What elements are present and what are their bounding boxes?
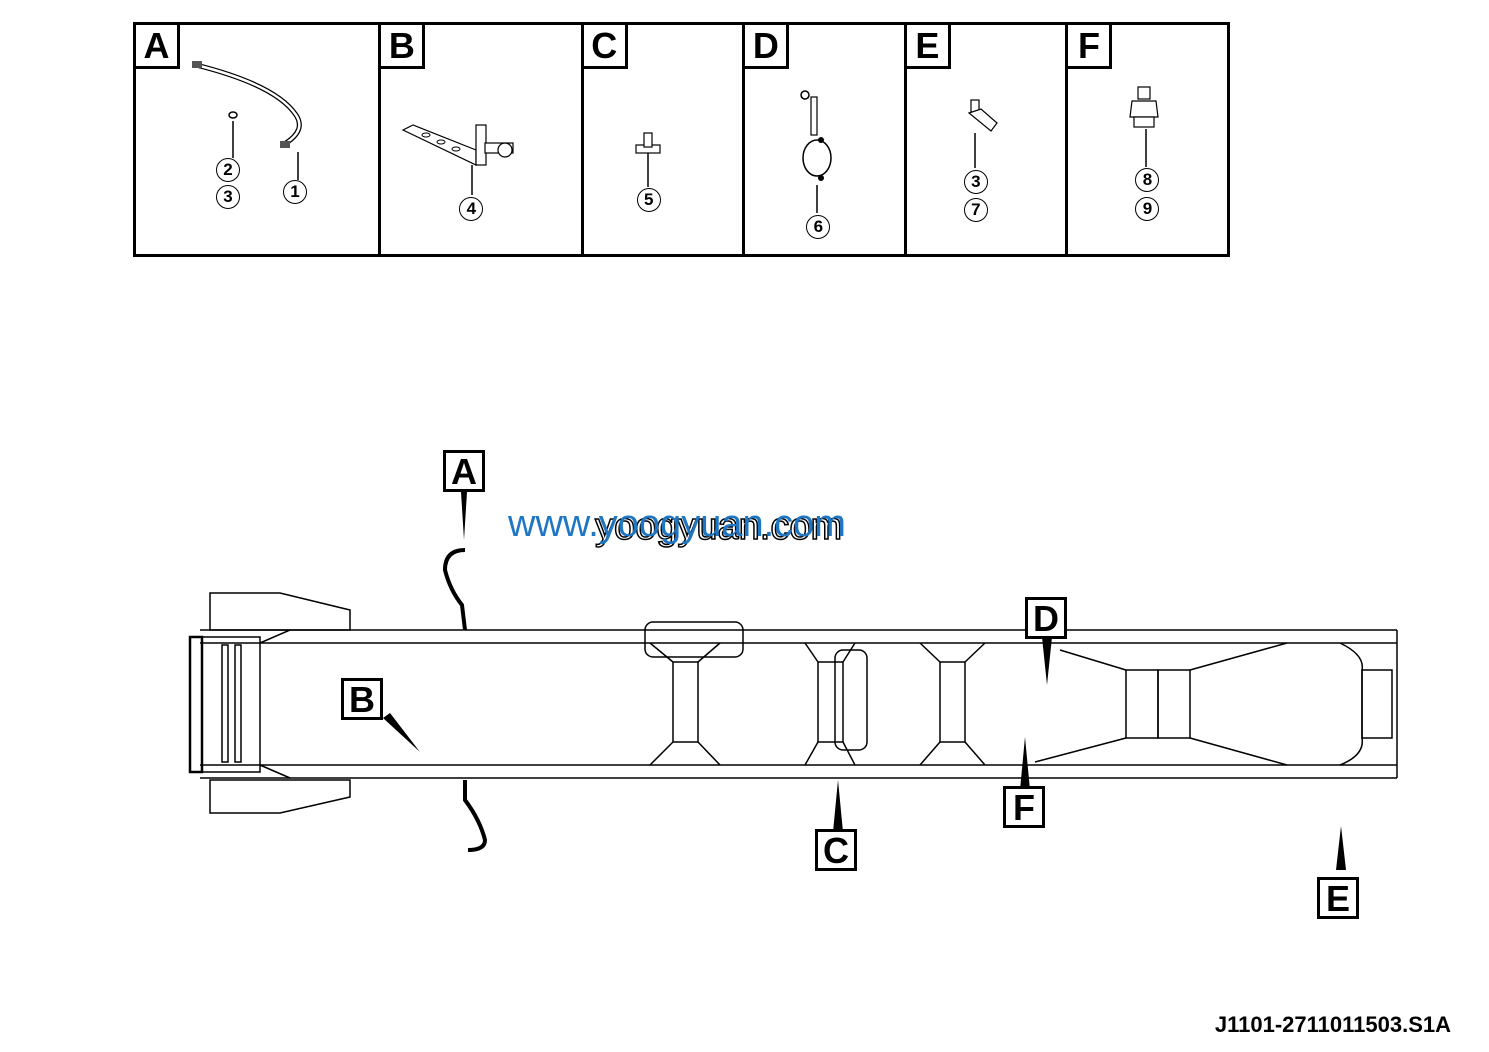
panel-tag: F [1068, 25, 1113, 69]
pipe-clamp-icon [800, 90, 833, 213]
callout-5: 5 [636, 188, 661, 212]
pressure-switch-icon [1129, 86, 1160, 167]
watermark-outlined: yoogyuan.com [594, 505, 843, 549]
panel-tag: C [583, 25, 628, 69]
callout-3: 3 [963, 170, 988, 194]
callout-9: 9 [1135, 197, 1160, 221]
document-id: J1101-2711011503.S1A [1214, 1012, 1451, 1037]
callout-2: 2 [216, 158, 240, 182]
watermark-blue: www.yoogyuan.com [508, 503, 846, 545]
detail-panel-d: D 6 [745, 25, 907, 254]
chassis-label-d: D [1025, 597, 1067, 639]
detail-panel-e: E 3 7 [906, 25, 1069, 254]
chassis-label-f: F [1003, 786, 1045, 828]
tee-fitting-icon [635, 132, 661, 187]
chassis-label-a: A [443, 450, 485, 492]
callout-7: 7 [963, 198, 988, 222]
chassis-label-e: E [1317, 877, 1359, 919]
panel-tag: B [381, 25, 426, 69]
elbow-fitting-icon [967, 99, 998, 168]
callout-3: 3 [216, 185, 240, 209]
callout-1: 1 [283, 180, 307, 204]
callout-8: 8 [1135, 168, 1160, 192]
hose-part-icon [192, 61, 302, 180]
detail-panel-f: F 8 9 [1068, 25, 1227, 254]
panel-tag: D [745, 25, 790, 69]
panel-tag: A [136, 25, 180, 69]
bracket-part-icon [401, 124, 514, 195]
detail-panel-c: C 5 [583, 25, 746, 254]
callout-4: 4 [459, 197, 484, 221]
callout-6: 6 [806, 215, 831, 239]
detail-panel-b: B 4 [381, 25, 584, 254]
detail-panel-a: A 2 3 1 [136, 25, 382, 254]
panel-tag: E [906, 25, 951, 69]
chassis-label-c: C [815, 829, 857, 871]
detail-panels-strip: A 2 3 1 B 4 C [133, 22, 1230, 257]
chassis-label-b: B [341, 678, 383, 720]
